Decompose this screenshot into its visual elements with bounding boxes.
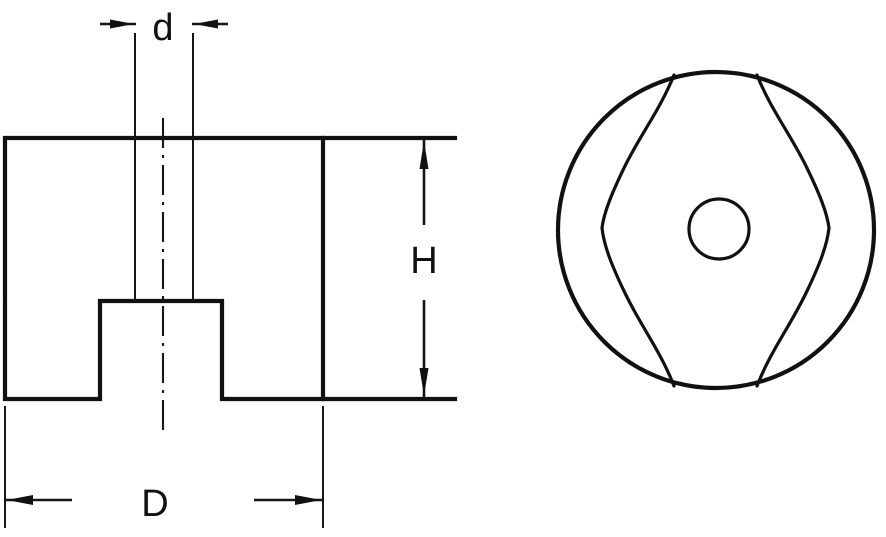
dimension-D-arrow-left bbox=[7, 495, 33, 505]
dimension-H-label: H bbox=[410, 240, 437, 282]
dimension-d: d bbox=[100, 7, 228, 49]
dimension-D-arrow-right bbox=[295, 495, 321, 505]
dimension-D: D bbox=[4, 406, 324, 528]
center-bore-circle bbox=[687, 197, 751, 261]
top-view bbox=[555, 69, 877, 391]
dimension-H-arrow-down bbox=[419, 368, 429, 396]
grip-recess-right-contour bbox=[755, 73, 831, 388]
dimension-d-arrow-left bbox=[110, 19, 134, 29]
front-section-view: d H D bbox=[2, 7, 458, 528]
dimension-D-label: D bbox=[141, 483, 168, 525]
knob-outer-circle bbox=[555, 69, 877, 391]
dimension-H: H bbox=[410, 140, 438, 397]
dimension-d-label: d bbox=[152, 7, 173, 49]
knob-body-profile bbox=[2, 135, 458, 402]
grip-recess-left-contour bbox=[600, 73, 676, 388]
dimension-d-arrow-right bbox=[194, 19, 218, 29]
dimension-H-arrow-up bbox=[419, 141, 429, 169]
